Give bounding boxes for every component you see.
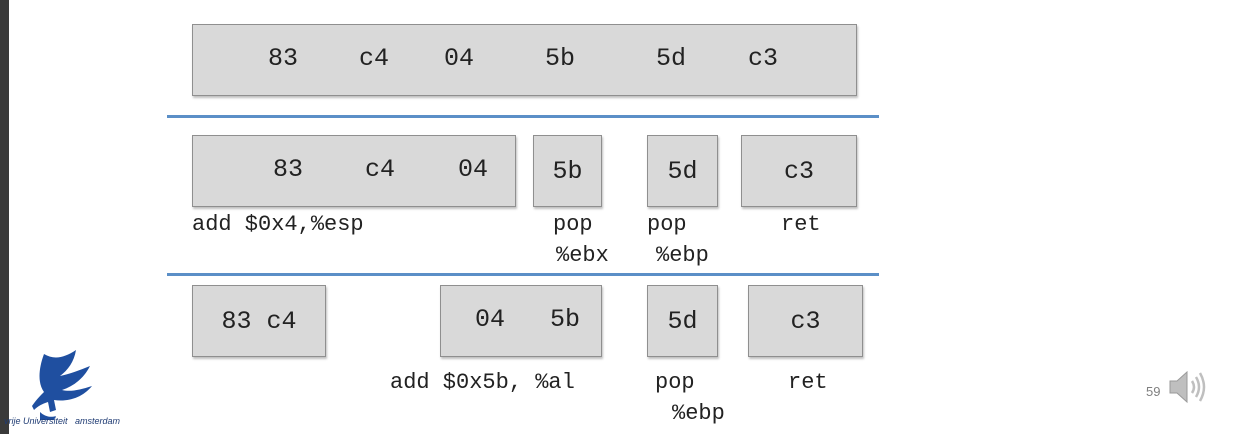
byte: 04 [444, 44, 475, 73]
byte: 5d [667, 156, 698, 186]
byte: c3 [783, 156, 814, 186]
add-prefix-box: 83 c4 [192, 285, 326, 357]
instruction-label: %ebp [672, 401, 725, 426]
byte: c4 [365, 155, 396, 184]
instruction-label: add $0x5b, %al [390, 370, 575, 395]
byte: 5b [545, 44, 576, 73]
instruction-label: %ebp [656, 243, 709, 268]
instruction-label: pop [647, 212, 687, 237]
add-al-box: 04 5b [440, 285, 602, 357]
ret-box: c3 [741, 135, 857, 207]
instruction-label: %ebx [556, 243, 609, 268]
byte: 5d [667, 306, 698, 336]
pop-ebp-box: 5d [647, 135, 718, 207]
pop-ebx-box: 5b [533, 135, 602, 207]
instruction-label: pop [655, 370, 695, 395]
byte: c3 [790, 306, 821, 336]
byte-sequence-box: 83 c4 04 5b 5d c3 [192, 24, 857, 96]
instruction-label: add $0x4,%esp [192, 212, 364, 237]
pop-ebp-box: 5d [647, 285, 718, 357]
instruction-label: ret [781, 212, 821, 237]
byte: 83 c4 [221, 306, 297, 336]
left-edge-bar [0, 0, 9, 434]
divider-line [167, 115, 879, 118]
byte: 83 [273, 155, 304, 184]
byte: 04 [458, 155, 489, 184]
instruction-label: ret [788, 370, 828, 395]
byte: 5b [550, 305, 581, 334]
logo-text: vrije Universiteit amsterdam [4, 416, 121, 426]
byte: 5b [552, 156, 583, 186]
byte: 04 [475, 305, 506, 334]
byte: 83 [268, 44, 299, 73]
university-logo [32, 350, 92, 420]
ret-box: c3 [748, 285, 863, 357]
byte: c4 [359, 44, 390, 73]
byte: c3 [748, 44, 779, 73]
divider-line [167, 273, 879, 276]
page-number: 59 [1146, 384, 1161, 399]
speaker-icon[interactable] [1164, 368, 1210, 406]
instruction-label: pop [553, 212, 593, 237]
add-instruction-box: 83 c4 04 [192, 135, 516, 207]
byte: 5d [656, 44, 687, 73]
